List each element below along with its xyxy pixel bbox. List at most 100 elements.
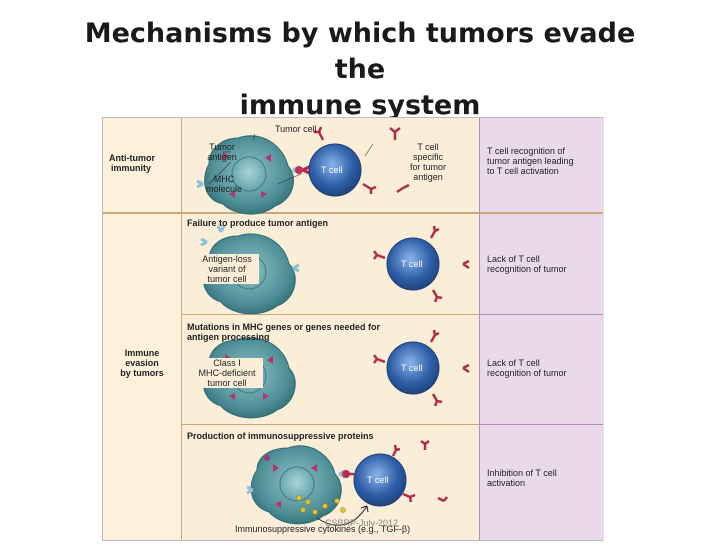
free-tcr-icon: [462, 363, 470, 374]
tcr-icon: [402, 492, 416, 503]
tcr-icon: [344, 470, 354, 478]
tcr-icon: [314, 126, 325, 141]
label-line: activation: [487, 478, 526, 488]
free-tcr-icon: [389, 127, 410, 194]
result-text: T cell recognition of tumor antigen lead…: [487, 146, 574, 176]
tcell: [344, 444, 416, 507]
antigen-icon: [261, 191, 267, 198]
label-line: antigen: [207, 152, 237, 162]
panel-divider: [479, 314, 603, 315]
evasion-diagram: Anti-tumor immunity Immune evasion by tu…: [102, 117, 604, 541]
panel-divider: [181, 314, 479, 315]
row-label-immune-evasion: Immune evasion by tumors: [107, 348, 177, 378]
label-line: Lack of T cell: [487, 254, 540, 264]
antigen-icon: [263, 393, 269, 400]
tcell: [373, 329, 443, 407]
label-line: specific: [412, 152, 443, 162]
mhc-icon: [200, 225, 300, 273]
free-tcr-icon: [437, 496, 448, 503]
antigen-icon: [267, 356, 273, 364]
label-line: molecule: [205, 184, 243, 194]
tcell-specific-label: T cell specific for tumor antigen: [401, 142, 455, 182]
antigen-icon: [342, 470, 350, 478]
leader-lines: [208, 133, 374, 185]
cytokine-secreting-tumor-cell: [246, 445, 350, 525]
row-label-text: Immune: [124, 348, 160, 358]
row-divider: [103, 212, 603, 214]
label-line: MHC-deficient: [198, 368, 256, 378]
result-text: Lack of T cell recognition of tumor: [487, 358, 567, 378]
tcr-icon: [429, 329, 440, 343]
tcell-label: T cell: [321, 165, 343, 175]
antigen-icon: [223, 152, 229, 160]
tcell-label: T cell: [401, 363, 423, 373]
label-line: tumor cell: [207, 274, 247, 284]
antigen-icon: [273, 464, 279, 472]
antigen-icon: [265, 154, 271, 162]
label-line: Mutations in MHC genes or genes needed f…: [187, 322, 381, 332]
mhc-molecule-label: MHC molecule: [201, 174, 247, 194]
label-line: antigen processing: [187, 332, 270, 342]
label-line: for tumor: [409, 162, 446, 172]
label-line: MHC: [213, 174, 235, 184]
label-line: to T cell activation: [487, 166, 559, 176]
tcell-label: T cell: [367, 475, 389, 485]
watermark: CSBRP-July-2012: [325, 518, 399, 528]
label-line: T cell recognition of: [487, 146, 565, 156]
label-line: Tumor: [209, 142, 235, 152]
tcr-icon: [373, 250, 386, 260]
panel-divider: [181, 424, 479, 425]
row-label-text: by tumors: [120, 368, 164, 378]
result-text: Inhibition of T cell activation: [487, 468, 557, 488]
label-line: Inhibition of T cell: [487, 468, 557, 478]
tcell: [373, 225, 443, 303]
slide-title-line2: immune system: [239, 90, 481, 121]
tumor-cell-label: Tumor cell: [275, 124, 317, 134]
tcr-icon: [391, 444, 401, 457]
tcr-icon: [431, 289, 443, 303]
arrow-icon: [316, 505, 368, 526]
antigen-icon: [264, 455, 270, 461]
label-line: recognition of tumor: [487, 368, 567, 378]
tumor-antigen-label: Tumor antigen: [199, 142, 245, 162]
label-line: Class I: [213, 358, 241, 368]
free-tcr-icon: [420, 440, 430, 450]
tumor-cell: [196, 135, 312, 215]
label-line: antigen: [413, 172, 443, 182]
antigen-icon: [311, 464, 317, 472]
tcell-label: T cell: [401, 259, 423, 269]
row-label-anti-tumor: Anti-tumor immunity: [109, 153, 155, 173]
row-label-text: Anti-tumor: [109, 153, 155, 163]
free-tcr-icon: [462, 259, 470, 270]
label-line: recognition of tumor: [487, 264, 567, 274]
cytokine-icon: [296, 495, 346, 515]
label-line: Antigen-loss: [202, 254, 252, 264]
arrow-icon: [360, 505, 369, 513]
antigen-icon: [229, 393, 235, 400]
panel-heading: Mutations in MHC genes or genes needed f…: [187, 322, 380, 342]
panel-divider: [479, 424, 603, 425]
tcr-icon: [362, 182, 377, 194]
result-column: [479, 118, 604, 540]
tcell: [308, 126, 377, 197]
tcr-icon: [373, 354, 386, 364]
tcr-icon: [431, 393, 443, 407]
antigen-icon: [295, 166, 303, 174]
label-line: variant of: [208, 264, 246, 274]
cytokines-label: Immunosuppressive cytokines (e.g., TGF-β…: [235, 524, 411, 534]
result-text: Lack of T cell recognition of tumor: [487, 254, 567, 274]
antigen-icon: [275, 501, 281, 508]
slide-title: Mechanisms by which tumors evade the imm…: [60, 16, 660, 124]
tcr-icon: [429, 225, 440, 239]
label-line: tumor antigen leading: [487, 156, 574, 166]
antigen-icon: [229, 191, 235, 198]
label-line: T cell: [417, 142, 439, 152]
mhc-deficient-label: Class I MHC-deficient tumor cell: [191, 358, 263, 388]
antigen-loss-label: Antigen-loss variant of tumor cell: [195, 254, 259, 284]
label-line: tumor cell: [207, 378, 247, 388]
row-label-text: immunity: [111, 163, 152, 173]
panel-heading: Production of immunosuppressive proteins: [187, 431, 374, 441]
row-label-text: evasion: [125, 358, 159, 368]
panel-heading: Failure to produce tumor antigen: [187, 218, 329, 228]
slide-title-line1: Mechanisms by which tumors evade the: [84, 18, 636, 85]
